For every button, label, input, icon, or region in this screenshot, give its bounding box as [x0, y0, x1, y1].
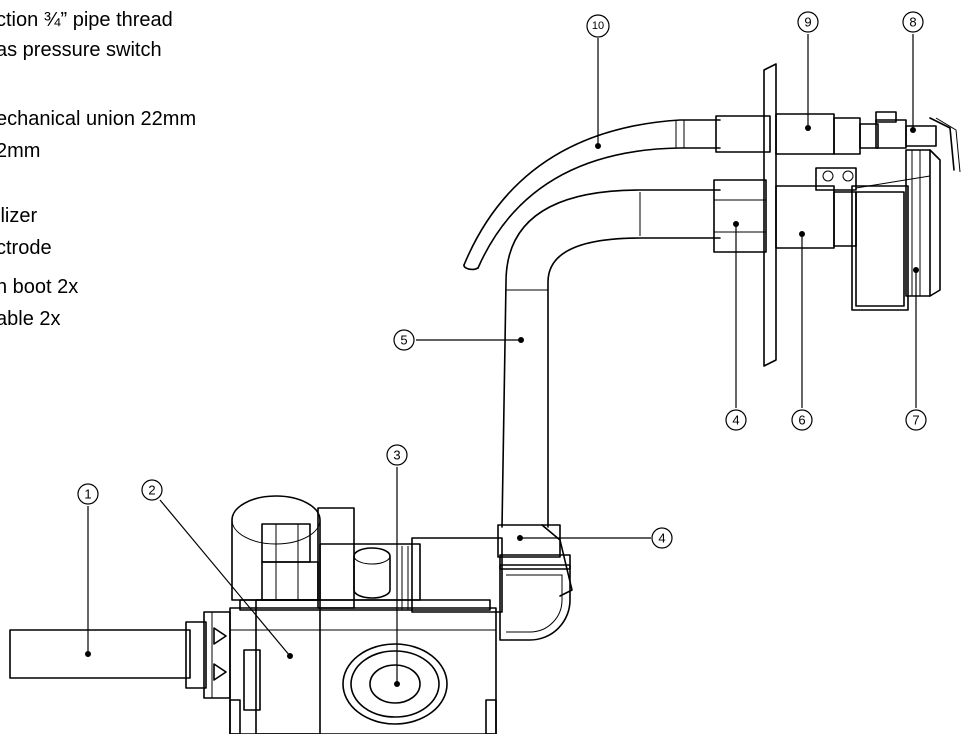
- leader-lines: [85, 34, 919, 687]
- callout-6: 6: [791, 409, 813, 431]
- ignition-cable: [463, 119, 721, 271]
- inlet-pipe: [9, 611, 231, 699]
- legend-line-1: ction ¾” pipe thread: [0, 9, 173, 31]
- callout-4-upper: 4: [725, 409, 747, 431]
- burner-head: [815, 149, 941, 311]
- legend-line-10: able 2x: [0, 308, 61, 330]
- lower-elbow-union: [497, 524, 573, 641]
- svg-text:8: 8: [909, 15, 916, 30]
- callout-1: 1: [77, 483, 99, 505]
- svg-text:1: 1: [84, 487, 91, 502]
- legend-line-7: ilizer: [0, 205, 37, 227]
- mounting-plate: [763, 63, 777, 367]
- legend-line-9: n boot 2x: [0, 276, 78, 298]
- callout-9: 9: [797, 11, 819, 33]
- callout-10: 10: [586, 14, 610, 38]
- svg-text:9: 9: [804, 15, 811, 30]
- gas-valve-body: [229, 495, 503, 734]
- legend-line-8: ctrode: [0, 237, 52, 259]
- callout-4-lower: 4: [651, 527, 673, 549]
- svg-text:5: 5: [400, 333, 407, 348]
- electrode-sleeve: [715, 111, 961, 173]
- legend-line-4: echanical union 22mm: [0, 108, 196, 130]
- callout-3: 3: [386, 444, 408, 466]
- svg-text:10: 10: [592, 20, 604, 32]
- svg-text:2: 2: [148, 483, 155, 498]
- svg-text:3: 3: [393, 448, 400, 463]
- gas-pipe-bend: [501, 189, 721, 528]
- svg-text:4: 4: [732, 413, 739, 428]
- svg-text:7: 7: [912, 413, 919, 428]
- legend-line-2: as pressure switch: [0, 39, 162, 61]
- callout-2: 2: [141, 479, 163, 501]
- legend-line-5: 2mm: [0, 140, 40, 162]
- callout-7: 7: [905, 409, 927, 431]
- callout-8: 8: [902, 11, 924, 33]
- callout-5: 5: [393, 329, 415, 351]
- svg-text:4: 4: [658, 531, 665, 546]
- svg-text:6: 6: [798, 413, 805, 428]
- parts-legend: ction ¾” pipe thread as pressure switch …: [0, 9, 196, 330]
